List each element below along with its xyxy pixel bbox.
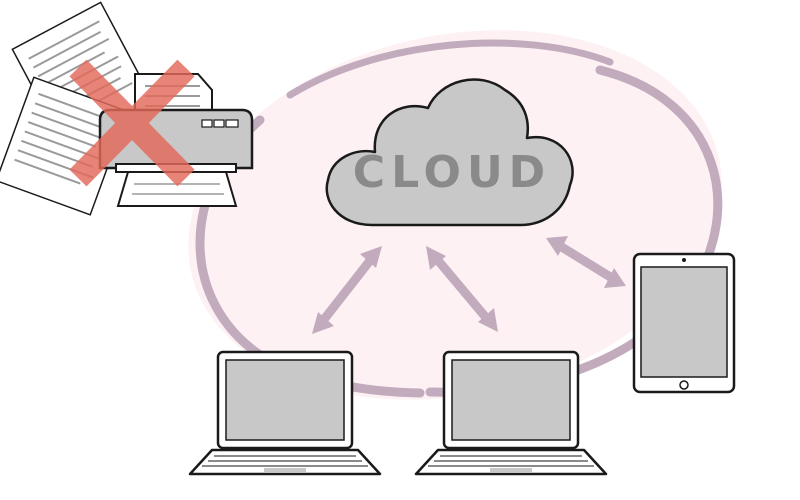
laptop-icon	[188, 350, 382, 476]
arrow-cloud-tablet	[546, 236, 626, 288]
cloud-label: CLOUD	[353, 147, 551, 198]
arrow-cloud-laptop-right	[426, 246, 498, 332]
arrow-cloud-laptop-left	[312, 246, 382, 334]
tablet-icon	[632, 252, 736, 394]
cloud-icon: CLOUD	[325, 78, 574, 227]
laptop-icon	[414, 350, 608, 476]
connection-arrows	[312, 236, 626, 334]
cross-out-icon	[69, 59, 195, 187]
